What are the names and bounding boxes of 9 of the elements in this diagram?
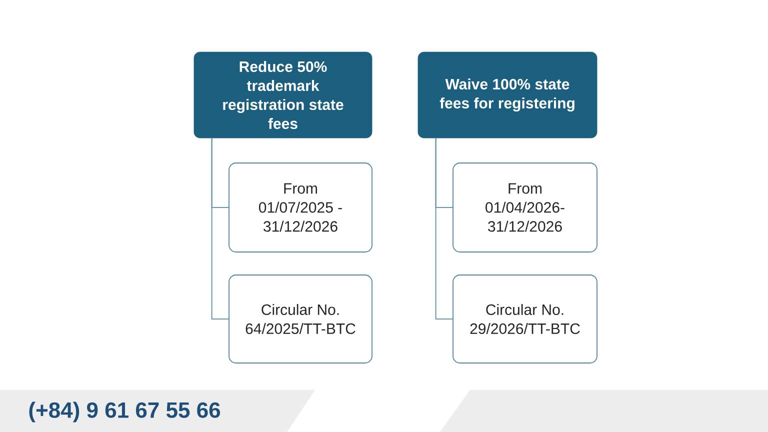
info-box: Circular No. 64/2025/TT-BTC [228, 274, 372, 364]
header-box: Reduce 50% trademark registration state fees [194, 52, 372, 138]
header-box: Waive 100% state fees for registering [418, 52, 598, 138]
phone-number: (+84) 9 61 67 55 66 [29, 402, 220, 422]
info-box: From 01/07/2025 - 31/12/2026 [228, 162, 372, 252]
info-box: From 01/04/2026- 31/12/2026 [452, 162, 598, 252]
connector-line [211, 138, 230, 320]
info-box: Circular No. 29/2026/TT-BTC [452, 274, 598, 364]
connector-line [435, 138, 454, 320]
